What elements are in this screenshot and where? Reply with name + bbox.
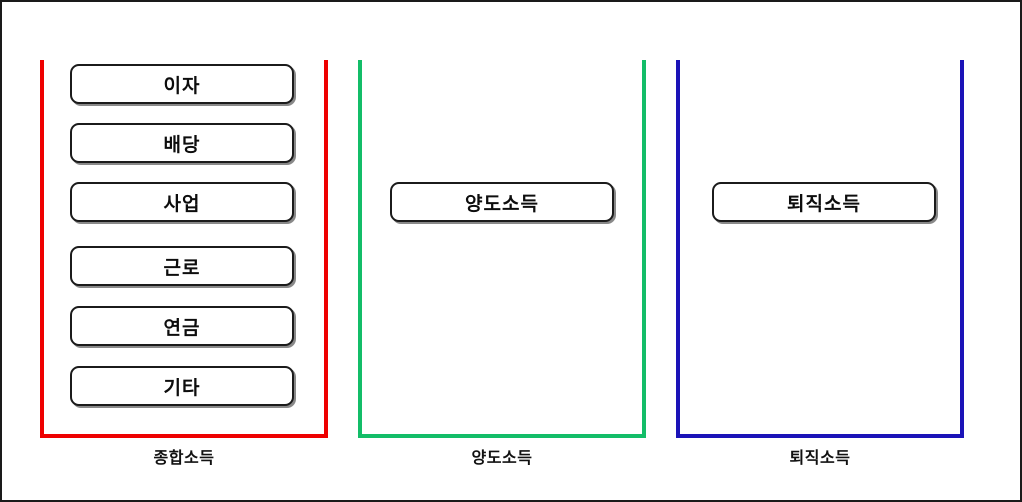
group-label-retirement: 퇴직소득 — [789, 448, 851, 467]
item-list-comprehensive: 이자 배당 사업 근로 연금 기타 — [40, 60, 328, 438]
item-box-pension[interactable]: 연금 — [70, 306, 294, 346]
item-list-transfer: 양도소득 — [358, 60, 646, 438]
item-label: 연금 — [163, 316, 201, 339]
item-label: 배당 — [163, 133, 201, 156]
item-label: 양도소득 — [465, 192, 539, 215]
item-list-retirement: 퇴직소득 — [676, 60, 964, 438]
group-label-transfer: 양도소득 — [471, 448, 533, 467]
item-box-dividend[interactable]: 배당 — [70, 123, 294, 163]
item-label: 근로 — [163, 256, 201, 279]
item-label: 기타 — [163, 376, 201, 399]
item-label: 사업 — [163, 192, 201, 215]
item-box-interest[interactable]: 이자 — [70, 64, 294, 104]
item-box-business[interactable]: 사업 — [70, 182, 294, 222]
item-label: 이자 — [163, 74, 201, 97]
income-group-retirement: 퇴직소득 퇴직소득 — [676, 60, 964, 467]
item-box-retirement-income[interactable]: 퇴직소득 — [712, 182, 936, 222]
group-label-comprehensive: 종합소득 — [153, 448, 215, 467]
item-label: 퇴직소득 — [787, 192, 861, 215]
income-group-transfer: 양도소득 양도소득 — [358, 60, 646, 467]
item-box-labor[interactable]: 근로 — [70, 246, 294, 286]
item-box-other[interactable]: 기타 — [70, 366, 294, 406]
income-group-comprehensive: 이자 배당 사업 근로 연금 기타 종합소득 — [40, 60, 328, 467]
item-box-transfer-income[interactable]: 양도소득 — [390, 182, 614, 222]
